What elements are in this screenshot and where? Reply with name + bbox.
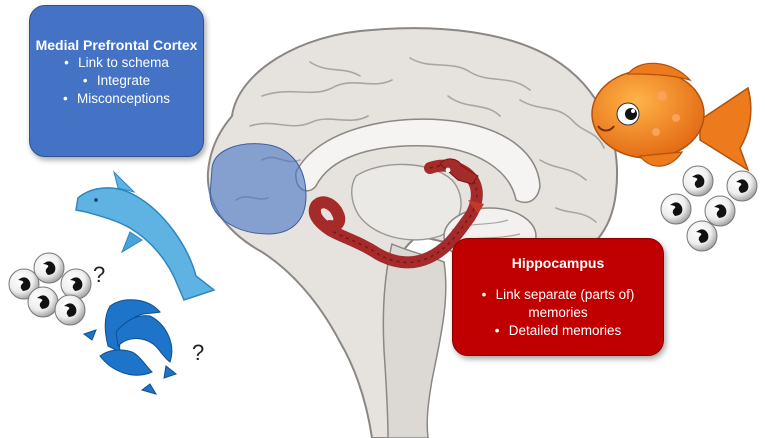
memory-ball-icon: [682, 165, 714, 197]
mpfc-item-integrate: Integrate: [30, 72, 203, 90]
brain-illustration: [206, 27, 618, 438]
medial-prefrontal-cortex-box: Medial Prefrontal Cortex Link to schema …: [29, 5, 204, 157]
question-mark-left: ?: [93, 262, 106, 287]
memory-ball-icon: [54, 294, 86, 326]
question-mark-bottom: ?: [192, 340, 205, 365]
hippocampus-box: Hippocampus Link separate (parts of) mem…: [452, 238, 664, 356]
memory-ball-cluster-left: [8, 252, 92, 326]
memory-ball-icon: [704, 195, 736, 227]
memory-ball-icon: [660, 193, 692, 225]
hippocampus-list: Link separate (parts of) memories Detail…: [453, 286, 663, 340]
thalamus: [351, 163, 462, 241]
memory-ball-icon: [60, 268, 92, 300]
dolphin-icon: [75, 170, 216, 301]
mpfc-title: Medial Prefrontal Cortex: [35, 37, 198, 53]
mpfc-item-misconceptions: Misconceptions: [30, 90, 203, 108]
memory-ball-icon: [27, 286, 59, 318]
goldfish-icon: [591, 62, 752, 172]
memory-ball-icon: [726, 170, 758, 202]
seahorse-icon: [308, 158, 484, 269]
memory-ball-icon: [33, 252, 65, 284]
medial-prefrontal-highlight: [209, 143, 307, 235]
hippocampus-title: Hippocampus: [511, 255, 605, 271]
hippocampus-item-link-separate: Link separate (parts of) memories: [453, 286, 663, 322]
corpus-callosum: [295, 118, 541, 204]
memory-ball-cluster-right: [660, 165, 758, 252]
brainstem: [382, 242, 447, 438]
hippocampus-item-detailed-memories: Detailed memories: [453, 322, 663, 340]
mpfc-list: Link to schema Integrate Misconceptions: [30, 54, 203, 108]
mpfc-item-link-to-schema: Link to schema: [30, 54, 203, 72]
memory-ball-icon: [686, 220, 718, 252]
dolphin-trio-icon: [82, 299, 178, 395]
